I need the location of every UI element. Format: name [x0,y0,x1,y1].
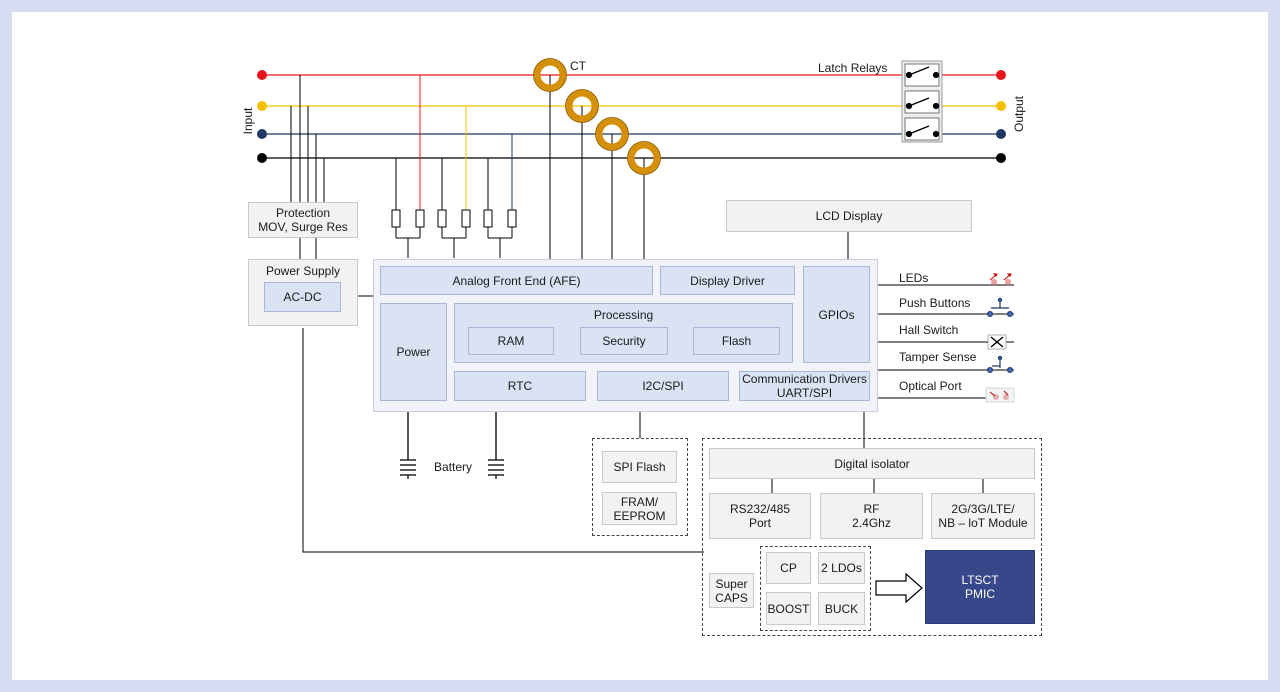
cp-block: CP [766,552,811,584]
digital-isolator-block: Digital isolator [709,448,1035,479]
led-icon [989,273,1012,285]
peripheral-optical-port: Optical Port [899,379,962,393]
divider-taps [395,75,513,210]
comm-drivers-block: Communication Drivers UART/SPI [739,371,870,401]
ct-coils [533,58,661,175]
tamper-sense-icon [986,355,1013,374]
battery-symbols [400,401,504,479]
resistors [391,209,517,228]
boost-block: BOOST [766,592,811,625]
divider-outputs [395,227,513,258]
ct-leads [549,75,645,266]
memory-group [592,438,688,536]
power-block: Power [380,303,447,401]
latch-relays [901,60,943,143]
protection-taps [290,75,325,259]
phase-lines [262,74,1001,159]
spi-flash-block: SPI Flash [602,451,677,483]
regulator-group [760,546,871,631]
ac-dc-block: AC-DC [264,282,341,312]
display-driver-block: Display Driver [660,266,795,295]
rs232-485-block: RS232/485 Port [709,493,811,539]
optical-port-icon [985,387,1015,403]
wiring [257,58,1015,604]
peripheral-hall-switch: Hall Switch [899,323,959,337]
battery-label: Battery [434,460,473,474]
peripheral-tamper-sense: Tamper Sense [899,350,977,364]
super-caps-block: Super CAPS [709,573,754,608]
rf-block: RF 2.4Ghz [820,493,923,539]
flash-block: Flash [693,327,780,355]
cellular-module-block: 2G/3G/LTE/ NB – loT Module [931,493,1035,539]
security-block: Security [580,327,668,355]
terminal-dots [257,70,1006,163]
i2c-spi-block: I2C/SPI [597,371,729,401]
push-button-icon [986,297,1013,318]
lcd-display-block: LCD Display [726,200,972,232]
block-diagram: CT Latch Relays Input Output Battery Pro… [12,12,1268,680]
ltsct-pmic-block: LTSCT PMIC [925,550,1035,624]
communication-group [702,438,1042,636]
fram-eeprom-block: FRAM/ EEPROM [602,492,677,525]
ct-label: CT [570,59,586,73]
power-wires [302,295,704,553]
ldos-block: 2 LDOs [818,552,865,584]
peripheral-leds: LEDs [899,271,929,285]
buck-block: BUCK [818,592,865,625]
rtc-block: RTC [454,371,586,401]
power-supply-block: Power Supply [248,259,358,326]
latch-relays-label: Latch Relays [818,61,888,75]
arrow-to-pmic [875,572,923,604]
peripheral-push-buttons: Push Buttons [899,296,971,310]
ram-block: RAM [468,327,554,355]
gpios-block: GPIOs [803,266,870,363]
afe-block: Analog Front End (AFE) [380,266,653,295]
output-label: Output [1012,95,1026,133]
input-label: Input [241,107,255,135]
hall-switch-icon [987,334,1007,350]
protection-block: Protection MOV, Surge Res [248,202,358,238]
